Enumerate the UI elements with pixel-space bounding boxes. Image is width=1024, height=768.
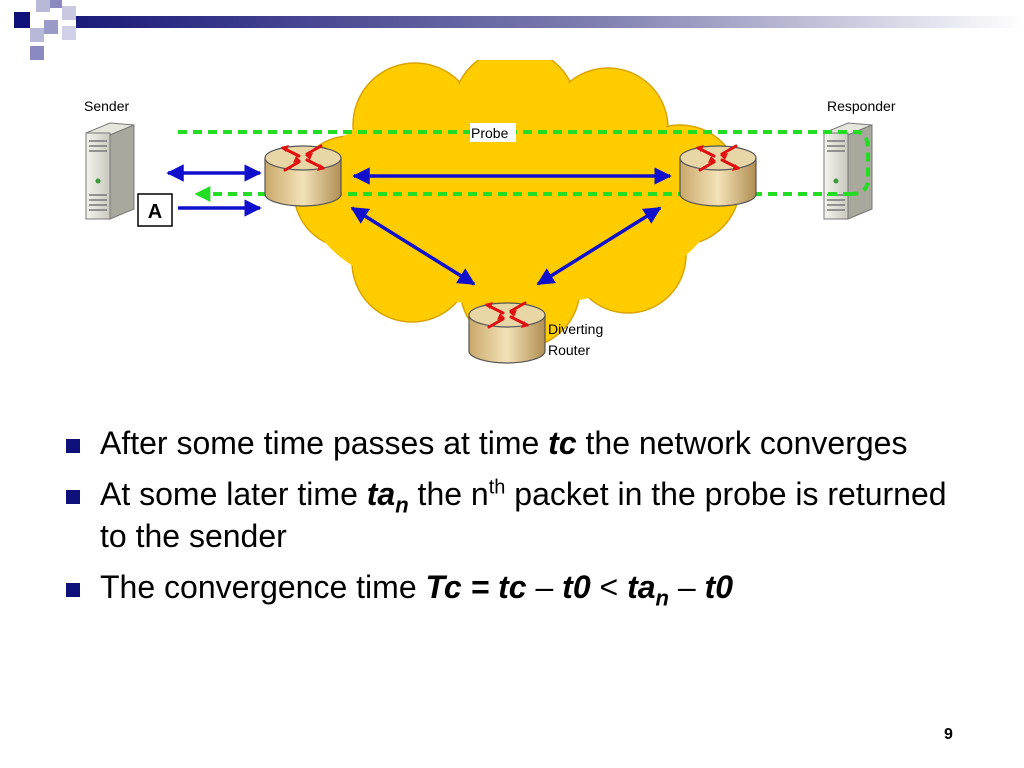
link-left-diverting xyxy=(350,206,476,286)
box-a-label: A xyxy=(148,201,162,223)
router-label: Router xyxy=(548,342,590,358)
page-number: 9 xyxy=(944,726,953,743)
bullet-item-1: After some time passes at time tc the ne… xyxy=(62,422,982,464)
diverting-label: Diverting xyxy=(548,321,603,337)
left-router-icon xyxy=(263,143,343,208)
bullet-item-2: At some later time tan the nth packet in… xyxy=(62,473,982,557)
link-right-diverting xyxy=(536,206,662,286)
right-router-icon xyxy=(678,143,758,208)
network-diagram: Sender Responder Probe A Diverting Route… xyxy=(84,60,896,365)
sender-server-icon xyxy=(85,122,135,220)
header-decoration xyxy=(14,0,1024,60)
bullet-item-3: The convergence time Tc = tc – t0 < tan … xyxy=(62,566,982,609)
responder-server-icon xyxy=(823,122,873,220)
bullet-list: After some time passes at time tc the ne… xyxy=(62,422,982,617)
box-a xyxy=(137,193,173,227)
sender-label: Sender xyxy=(84,98,129,114)
probe-label-box xyxy=(470,123,516,142)
probe-path-top xyxy=(178,130,870,196)
responder-label: Responder xyxy=(827,98,896,114)
probe-label: Probe xyxy=(471,125,509,141)
diverting-router-icon xyxy=(467,300,547,365)
